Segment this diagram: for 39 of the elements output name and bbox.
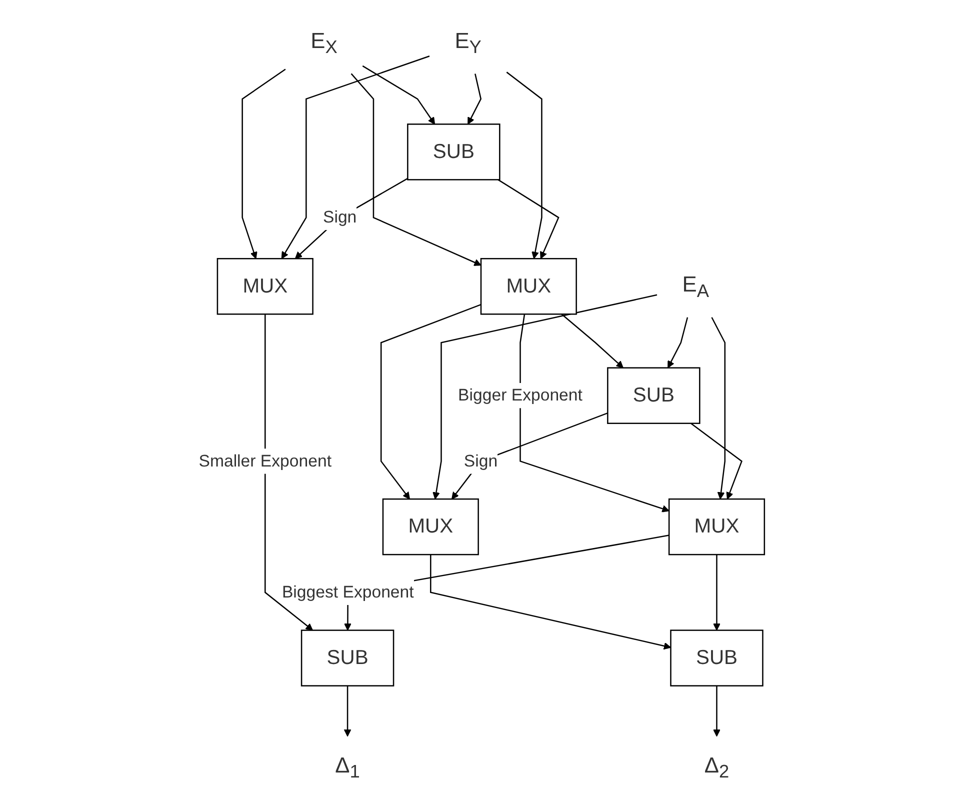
arrow (430, 554, 671, 650)
arrow (690, 422, 742, 500)
arrow (432, 294, 658, 500)
edge-label: Smaller Exponent (198, 452, 332, 470)
arrow (712, 686, 720, 737)
arrow (668, 317, 688, 368)
arrow (294, 178, 408, 259)
arrow (498, 179, 560, 259)
node-box: SUB (606, 367, 700, 424)
arrow (380, 304, 482, 500)
arrow (350, 73, 482, 266)
arrow (468, 74, 482, 125)
node-text: E$_{Y}$ (454, 28, 482, 58)
node-text: E$_{A}$ (682, 271, 709, 301)
arrow (711, 317, 726, 500)
arrow (344, 686, 352, 737)
arrow (451, 412, 608, 500)
arrow (506, 72, 542, 259)
arrow (362, 65, 435, 125)
node-box: SUB (670, 630, 764, 686)
arrow (561, 314, 624, 368)
edge-label: Bigger Exponent (458, 386, 582, 405)
node-box: MUX (668, 498, 765, 556)
node-box: SUB (300, 630, 394, 686)
node-box: SUB (406, 124, 500, 180)
edge-label: Sign (322, 208, 357, 227)
arrow (712, 554, 720, 631)
arrow (520, 314, 670, 512)
node-text: Δ$_{1}$ (335, 752, 360, 782)
node-box: MUX (480, 258, 577, 315)
arrow (264, 314, 313, 631)
node-text: E$_{X}$ (310, 28, 338, 58)
node-box: MUX (382, 498, 479, 556)
edge-label: Biggest Exponent (282, 583, 414, 602)
node-text: Δ$_{2}$ (704, 752, 730, 782)
arrow (281, 56, 430, 259)
node-box: MUX (216, 258, 314, 315)
edge-label: Sign (464, 452, 498, 470)
arrow (242, 68, 286, 259)
